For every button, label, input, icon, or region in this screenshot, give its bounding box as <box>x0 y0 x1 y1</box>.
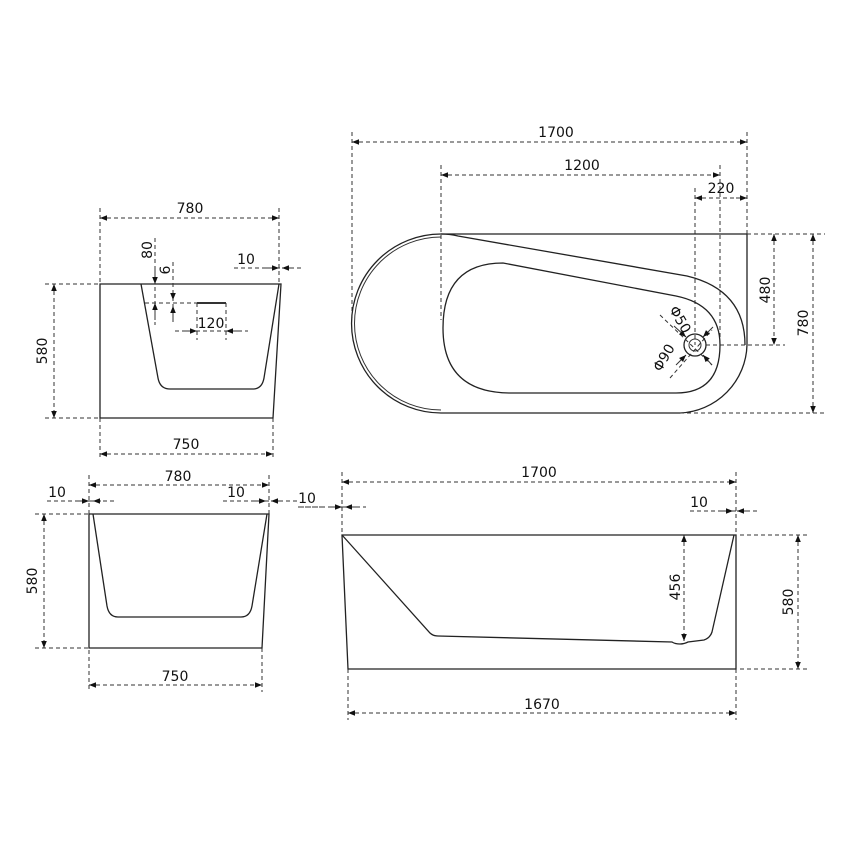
dim-780-side: 780 <box>177 201 204 217</box>
dim-750-end: 750 <box>162 669 189 685</box>
dim-1700-long: 1700 <box>521 465 557 481</box>
dim-780-plan: 780 <box>796 310 812 337</box>
dim-750-side: 750 <box>173 437 200 453</box>
dim-580-end: 580 <box>25 568 41 595</box>
dim-10-end-right: 10 <box>227 485 245 501</box>
dim-780-end: 780 <box>165 469 192 485</box>
dim-1200: 1200 <box>564 158 600 174</box>
dim-10-end-outer: 10 <box>298 491 316 507</box>
dim-phi50: Φ50 <box>665 304 693 337</box>
dim-580-side: 580 <box>35 338 51 365</box>
dim-1670: 1670 <box>524 697 560 713</box>
dim-6: 6 <box>158 265 174 274</box>
dim-580-long: 580 <box>781 589 797 616</box>
dim-456: 456 <box>668 574 684 601</box>
long-section-view: 1700 10 456 580 1670 <box>300 465 808 720</box>
dim-120: 120 <box>198 316 225 332</box>
dim-220: 220 <box>708 181 735 197</box>
dim-phi90: Φ90 <box>650 342 678 375</box>
dim-10-long-right: 10 <box>690 495 708 511</box>
dim-480: 480 <box>758 277 774 304</box>
plan-view: 1700 1200 220 Φ50 Φ90 480 780 <box>350 125 825 414</box>
dim-80: 80 <box>140 241 156 259</box>
dim-1700-plan: 1700 <box>538 125 574 141</box>
dim-10-end-left: 10 <box>48 485 66 501</box>
end-section-view: 780 10 10 10 580 750 <box>25 469 322 692</box>
side-section-view: 780 10 80 6 120 580 750 <box>35 201 303 460</box>
dim-10-side: 10 <box>237 252 255 268</box>
